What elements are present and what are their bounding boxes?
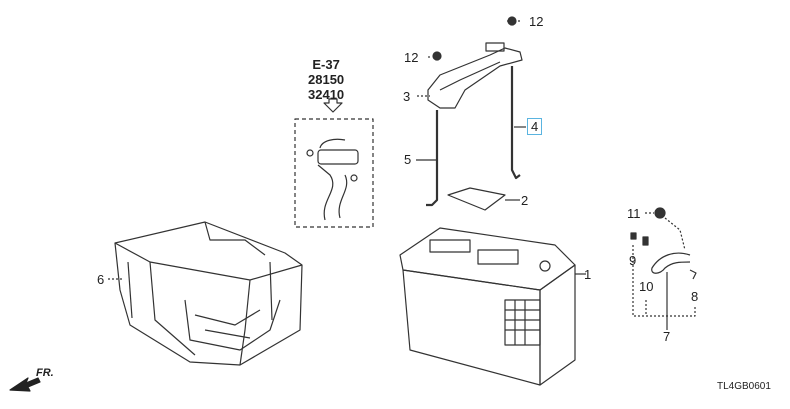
- bolt-part-10[interactable]: [642, 236, 649, 246]
- nut-part-9[interactable]: [630, 232, 637, 240]
- bolt-part-8[interactable]: [689, 269, 697, 280]
- callout-8[interactable]: 8: [691, 289, 699, 304]
- front-indicator: FR.: [36, 367, 54, 379]
- callout-6[interactable]: 6: [97, 272, 105, 287]
- front-arrow-icon: [9, 377, 41, 392]
- nut-part-12[interactable]: [432, 51, 442, 61]
- battery-tray-part-6[interactable]: [114, 221, 303, 366]
- terminal-cover-part-2[interactable]: [447, 187, 506, 211]
- reference-code[interactable]: E-37: [312, 57, 340, 72]
- callout-2[interactable]: 2: [521, 193, 529, 208]
- callout-7[interactable]: 7: [663, 329, 671, 344]
- connector-detail: [306, 138, 359, 221]
- hold-down-rod-part-5[interactable]: [426, 110, 439, 207]
- reference-arrow-icon: [323, 98, 343, 113]
- callout-4-highlighted[interactable]: 4: [527, 118, 543, 135]
- callout-12[interactable]: 12: [529, 14, 544, 29]
- callout-9[interactable]: 9: [629, 253, 637, 268]
- reference-codes[interactable]: E-37 28150 32410: [308, 57, 344, 102]
- callout-3[interactable]: 3: [403, 89, 411, 104]
- bolt-part-11[interactable]: [654, 207, 666, 219]
- battery-part-1[interactable]: [399, 227, 576, 386]
- callout-12[interactable]: 12: [404, 50, 419, 65]
- hold-down-rod-part-4[interactable]: [510, 66, 521, 180]
- callout-10[interactable]: 10: [639, 279, 654, 294]
- reference-code[interactable]: 28150: [308, 72, 345, 87]
- callout-11[interactable]: 11: [627, 206, 641, 221]
- callout-1[interactable]: 1: [584, 267, 592, 282]
- diagram-code: TL4GB0601: [717, 381, 771, 392]
- reference-code[interactable]: 32410: [308, 87, 345, 102]
- battery-hold-down-part-3[interactable]: [427, 42, 523, 109]
- cable-part-7[interactable]: [651, 252, 691, 274]
- reference-detail-box: [294, 118, 374, 228]
- callout-5[interactable]: 5: [404, 152, 412, 167]
